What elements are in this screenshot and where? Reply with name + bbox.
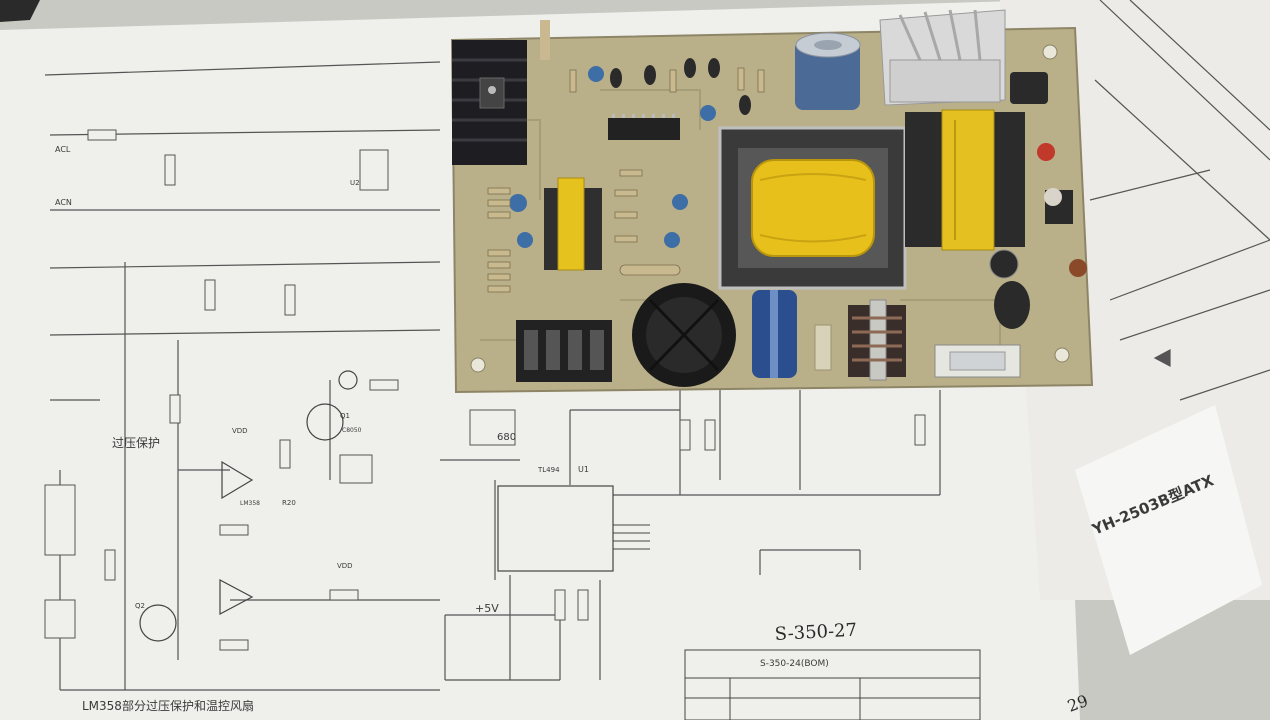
schematic-components xyxy=(44,129,926,651)
label-c8050: C8050 xyxy=(342,427,362,434)
ic-tl494-symbol xyxy=(497,485,614,572)
label-vdd-2: VDD xyxy=(337,562,353,570)
heatsink-right xyxy=(879,9,1006,106)
ic-pins xyxy=(613,524,650,550)
right-paper-lines xyxy=(1089,0,1270,401)
electrolytic-capacitor-top xyxy=(795,32,861,110)
schematic-wiring xyxy=(44,61,941,691)
title-block-model: S-350-24(BOM) xyxy=(760,659,829,669)
label-u1: U1 xyxy=(578,465,589,474)
op-amps xyxy=(219,460,254,615)
label-tl494: TL494 xyxy=(537,466,560,474)
output-connector xyxy=(516,320,612,382)
fuse xyxy=(934,344,1021,378)
round-inductor xyxy=(632,283,736,387)
label-q2: Q2 xyxy=(135,602,145,610)
dark-corner xyxy=(0,0,40,22)
label-caption: LM358部分过压保护和温控风扇 xyxy=(82,698,254,713)
common-mode-choke xyxy=(848,299,906,381)
label-q1: Q1 xyxy=(340,412,350,420)
label-acn: ACN xyxy=(55,198,72,207)
model-paper xyxy=(1075,405,1262,655)
label-vdd: VDD xyxy=(232,427,248,435)
blue-capacitor xyxy=(752,290,797,378)
transistors xyxy=(139,370,358,642)
label-5v: +5V xyxy=(475,602,499,615)
title-block xyxy=(684,649,981,720)
heatsink-left xyxy=(452,40,527,165)
label-lm358: LM358 xyxy=(240,500,260,507)
label-overvoltage: 过压保护 xyxy=(112,436,160,450)
main-transformer xyxy=(718,126,907,290)
small-transformer xyxy=(544,177,602,271)
label-u2: U2 xyxy=(350,179,360,187)
handwritten-note: S-350-27 xyxy=(774,620,857,645)
label-r20: R20 xyxy=(282,499,296,507)
resistors xyxy=(487,67,765,293)
small-components xyxy=(509,20,1087,371)
secondary-transformer xyxy=(905,109,1025,251)
label-680: 680 xyxy=(497,432,516,443)
label-acl: ACL xyxy=(55,145,71,154)
